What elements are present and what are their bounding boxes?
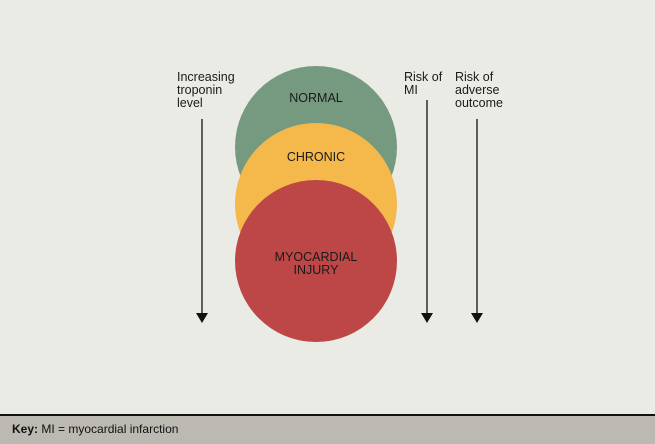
circle-normal-label: NORMAL (289, 91, 343, 105)
troponin-arrowhead-icon (196, 313, 208, 323)
circle-myocardial-injury (235, 180, 397, 342)
key-text: MI = myocardial infarction (41, 422, 179, 436)
troponin-label: Increasing troponin level (177, 70, 235, 110)
key-bar: Key: MI = myocardial infarction (0, 414, 655, 444)
mi-arrowhead-icon (421, 313, 433, 323)
adverse-risk-label: Risk of adverse outcome (455, 70, 503, 110)
mi-risk-label: Risk of MI (404, 70, 443, 97)
adverse-arrowhead-icon (471, 313, 483, 323)
myocardial-injury-label: MYOCARDIAL INJURY (274, 250, 358, 277)
circle-chronic-label: CHRONIC (287, 150, 345, 164)
key-label: Key: (12, 422, 39, 436)
